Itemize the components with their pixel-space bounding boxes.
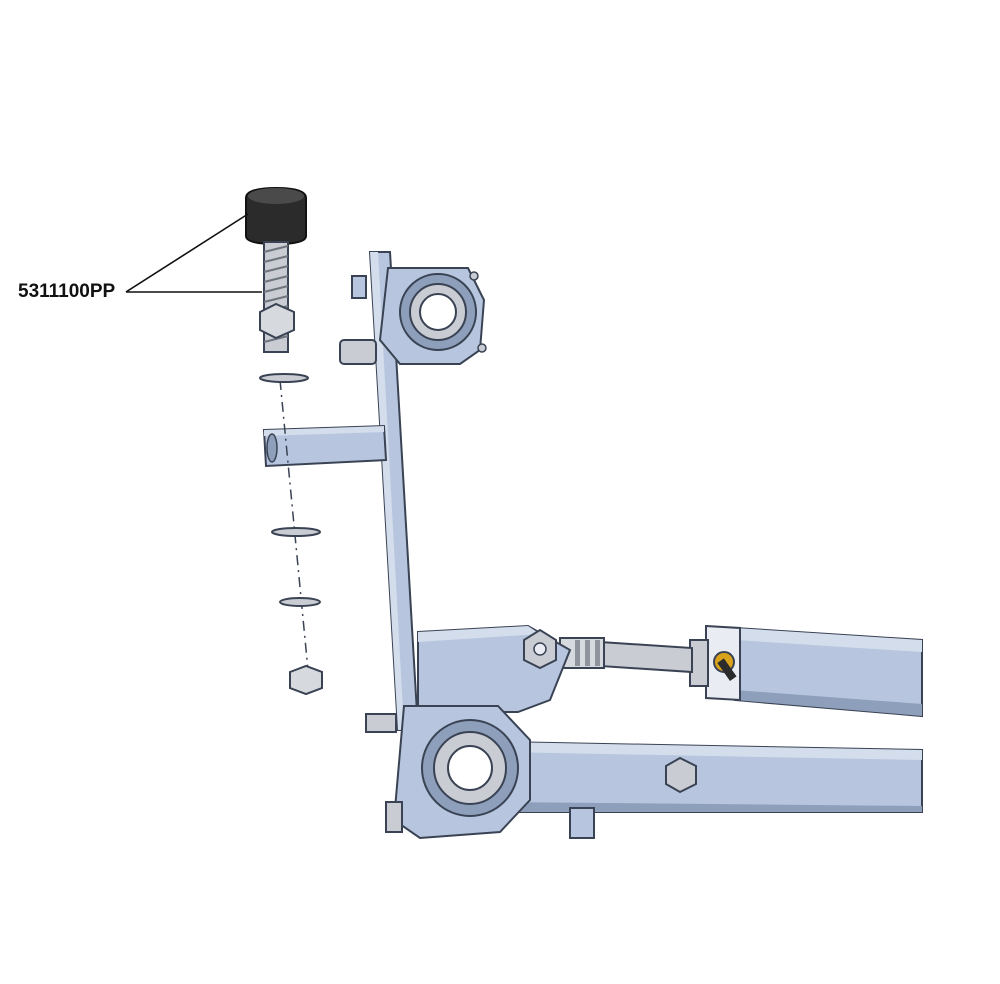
upper-pivot-bearing: [378, 267, 487, 365]
hex-nut-icon: [259, 302, 295, 340]
washer-icon: [279, 597, 321, 607]
bumper-icon: [245, 186, 307, 246]
hex-nut-icon: [289, 664, 323, 696]
base-frame-beam: [499, 740, 923, 839]
cylinder-clevis-plate: [417, 624, 572, 713]
part-number-callout: 5311100PP: [18, 281, 116, 302]
clevis-bolt-icon: [523, 628, 557, 670]
hydraulic-cylinder: [689, 624, 923, 718]
beam-bolt-icon: [665, 756, 697, 794]
mounting-bracket-tab: [262, 424, 388, 468]
hydraulic-fitting-icon: [713, 651, 737, 682]
lower-pivot-bearing: [365, 705, 531, 840]
washer-icon: [259, 373, 309, 383]
fastener-stack: [245, 186, 323, 696]
washer-icon: [271, 527, 321, 537]
piston-rod: [559, 637, 693, 674]
callout-leader-lines: [125, 213, 262, 293]
